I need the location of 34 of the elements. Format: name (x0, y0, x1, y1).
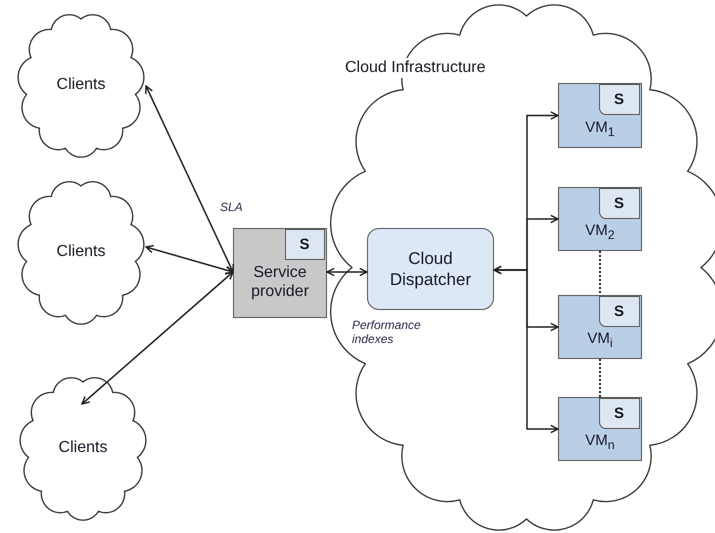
arrow (326, 268, 368, 276)
connector-line (599, 359, 601, 397)
cloud-label: Clients (58, 439, 108, 457)
box-label: VM$_{2}$ (584, 222, 616, 242)
service-box (598, 296, 640, 327)
box-label: S (614, 303, 624, 320)
box-label: VM$_{i}$ (586, 330, 614, 350)
arrow (493, 266, 559, 434)
annotation-text: SLA (220, 200, 243, 214)
annotation-text: Performance indexes (352, 318, 422, 346)
cloud-label: Clients (56, 243, 106, 261)
arrow (145, 85, 234, 273)
box-label: Service provider (250, 263, 310, 302)
box-label: S (299, 236, 310, 253)
service-box (598, 398, 640, 429)
cloud-label: Clients (56, 76, 106, 94)
box-label: S (614, 195, 624, 212)
service-box (284, 229, 324, 260)
vm-box (558, 187, 642, 251)
box-label: Cloud Dispatcher (388, 248, 472, 290)
service-box (598, 188, 640, 219)
box-label: VM$_{1}$ (584, 119, 616, 139)
service-box (598, 84, 640, 115)
connector-line (599, 251, 601, 295)
box-label: S (614, 405, 624, 422)
box-label: S (614, 91, 624, 108)
vm-box (558, 83, 642, 148)
arrow (145, 244, 234, 274)
process-box (367, 228, 494, 310)
box-label: VM$_{n}$ (584, 432, 616, 452)
process-box (233, 228, 327, 318)
vm-box (558, 397, 642, 461)
arrow (81, 271, 234, 405)
vm-box (558, 295, 642, 359)
